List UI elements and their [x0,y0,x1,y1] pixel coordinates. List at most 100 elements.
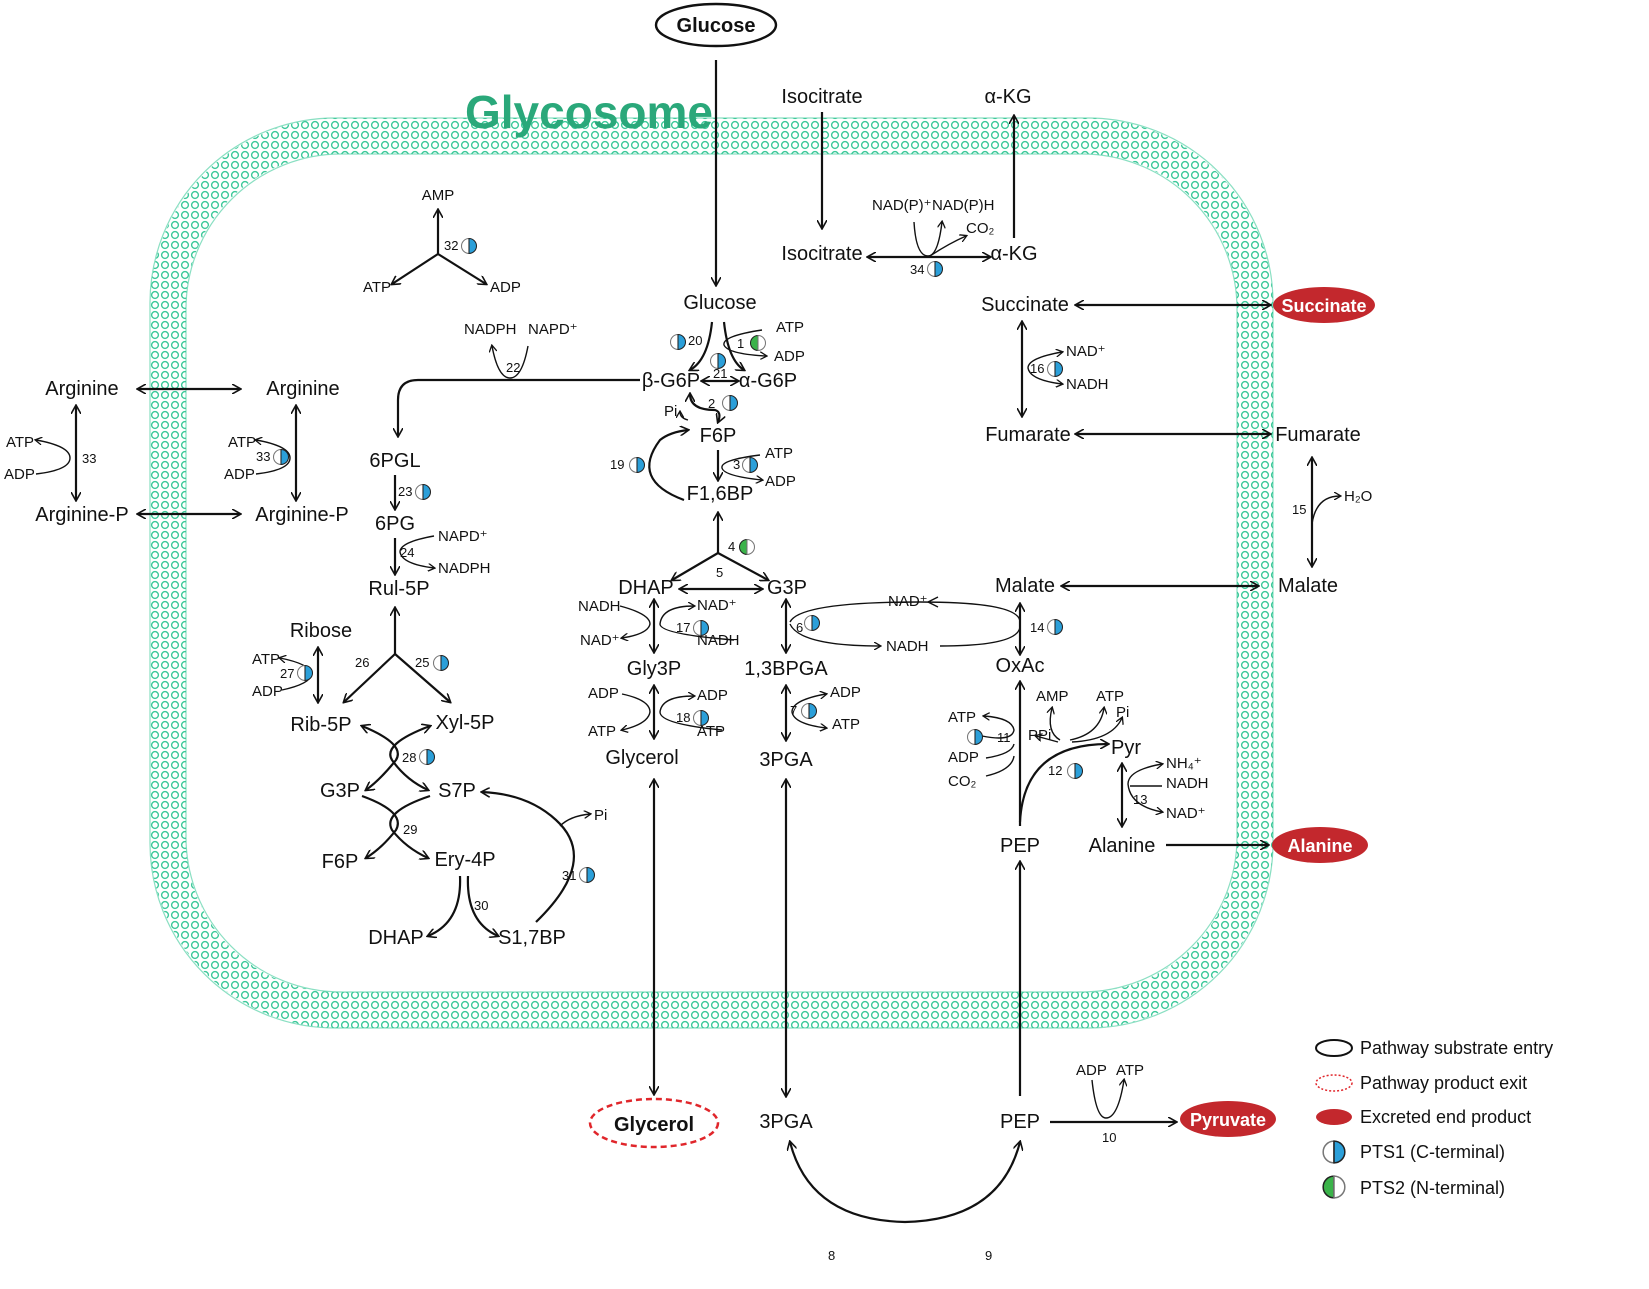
svg-text:16: 16 [1030,361,1044,376]
atp-label: ATP [1096,688,1124,705]
amp-label: AMP [422,187,455,204]
svg-text:22: 22 [506,360,520,375]
dhap-ppp: DHAP [368,927,424,949]
succinate-inside: Succinate [981,294,1069,316]
g3p: G3P [767,577,807,599]
svg-text:33: 33 [256,449,270,464]
amp-label: AMP [1036,688,1069,705]
pyr: Pyr [1111,737,1141,759]
svg-text:25: 25 [415,655,429,670]
gly3p: Gly3P [627,658,681,680]
co2-label: CO₂ [948,773,977,790]
entry-ellipse-glucose [654,2,778,48]
dhap: DHAP [618,577,674,599]
atp-label: ATP [948,709,976,726]
svg-text:18: 18 [676,710,690,725]
ext-succinate: Succinate [1281,296,1366,316]
pts1-icon [1046,360,1064,378]
adp-label: ADP [765,473,796,490]
napd-plus-label: NAPD⁺ [438,528,488,545]
svg-text:29: 29 [403,822,417,837]
svg-text:26: 26 [355,655,369,670]
adp-label: ADP [697,687,728,704]
pts1-icon [418,748,436,766]
legend-excreted-icon [1316,1109,1352,1125]
ext-glycerol: Glycerol [614,1114,694,1136]
h2o-label: H₂O [1344,488,1372,505]
b-g6p: β-G6P [642,370,700,392]
legend-exit-label: Pathway product exit [1360,1073,1527,1093]
legend: Pathway substrate entry Pathway product … [1315,1038,1553,1199]
ext-3pga: 3PGA [759,1111,813,1133]
svg-text:1: 1 [737,336,744,351]
oxac: OxAc [996,655,1045,677]
svg-text:27: 27 [280,666,294,681]
pts2-icon [749,334,767,352]
adp-label: ADP [948,749,979,766]
excreted-ellipse-pyruvate [1180,1101,1276,1137]
arginine-inside: Arginine [266,378,339,400]
svg-text:9: 9 [985,1248,992,1263]
ppi-label: PPi [1028,727,1051,744]
nadh-label: NADH [578,598,621,615]
f6p-ppp: F6P [322,851,359,873]
ext-fumarate: Fumarate [1275,424,1361,446]
akg-inside: α-KG [990,243,1037,265]
atp-label: ATP [6,434,34,451]
a-g6p: α-G6P [739,370,797,392]
atp-label: ATP [1116,1062,1144,1079]
pts1-icon [628,456,646,474]
svg-text:21: 21 [713,366,727,381]
svg-text:4: 4 [728,539,735,554]
adp-label: ADP [252,683,283,700]
nad-plus-label: NAD⁺ [1166,805,1206,822]
svg-text:3: 3 [733,457,740,472]
ext-malate: Malate [1278,575,1338,597]
xyl5p: Xyl-5P [436,712,495,734]
svg-text:13: 13 [1133,792,1147,807]
pts1-icon [800,702,818,720]
f6p: F6P [700,425,737,447]
svg-text:19: 19 [610,457,624,472]
adp-label: ADP [224,466,255,483]
pts1-icon [296,664,314,682]
svg-text:5: 5 [716,565,723,580]
co2-label: CO₂ [966,220,995,237]
arginine-p-inside: Arginine-P [255,504,348,526]
ext-pyruvate: Pyruvate [1190,1110,1266,1130]
pts1-icon [578,866,596,884]
pga3-inside: 3PGA [759,749,813,771]
malate-inside: Malate [995,575,1055,597]
svg-text:28: 28 [402,750,416,765]
atp-label: ATP [228,434,256,451]
legend-pts2-label: PTS2 (N-terminal) [1360,1178,1505,1198]
glycerol-inside: Glycerol [605,747,678,769]
svg-text:15: 15 [1292,502,1306,517]
pts1-icon [721,394,739,412]
pts1-icon [966,728,984,746]
atp-label: ATP [252,651,280,668]
nadh-label: NADH [1166,775,1209,792]
excreted-ellipse-alanine [1272,827,1368,863]
svg-text:17: 17 [676,620,690,635]
svg-text:12: 12 [1048,763,1062,778]
svg-text:2: 2 [708,396,715,411]
pts1-icon [1046,618,1064,636]
svg-text:11: 11 [997,730,1011,745]
ext-akg: α-KG [984,86,1031,108]
nadph-label: NADPH [464,321,517,338]
atp-label: ATP [765,445,793,462]
ext-arginine-p: Arginine-P [35,504,128,526]
nadph-label: NADPH [438,560,491,577]
excreted-ellipse-succinate [1273,287,1375,323]
legend-pts1-label: PTS1 (C-terminal) [1360,1142,1505,1162]
pgl6: 6PGL [369,450,420,472]
pep-inside: PEP [1000,835,1040,857]
bpga13: 1,3BPGA [744,658,828,680]
pts1-icon [272,448,290,466]
adp-label: ADP [490,279,521,296]
s17bp: S1,7BP [498,927,566,949]
rib5p: Rib-5P [290,714,351,736]
nadh-label: NADH [697,632,740,649]
